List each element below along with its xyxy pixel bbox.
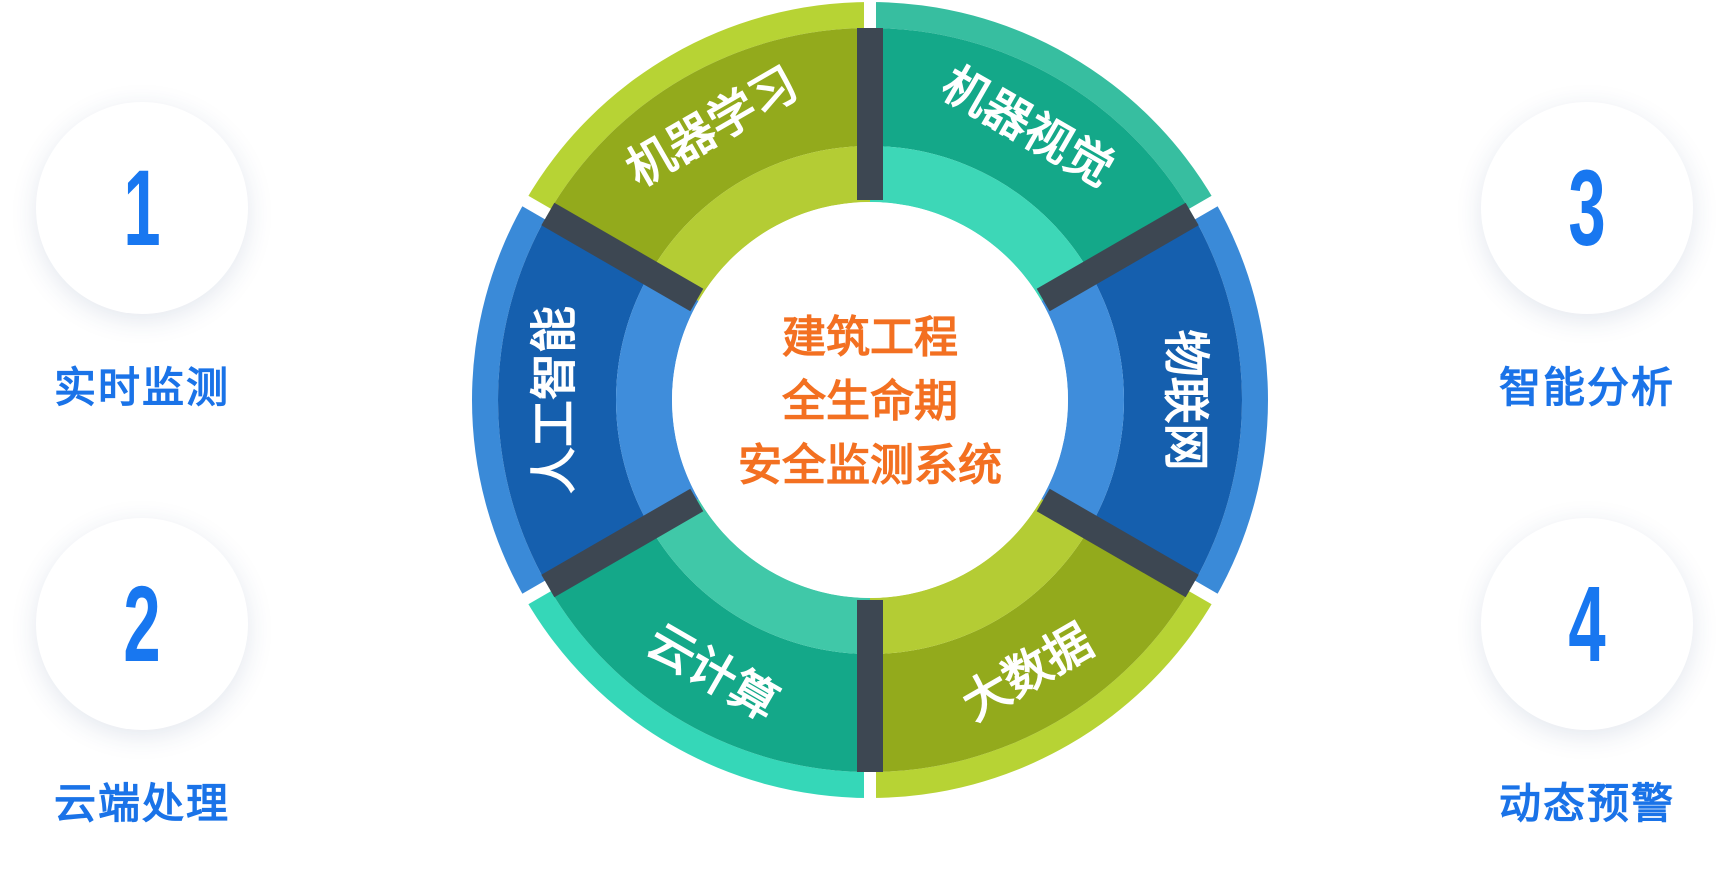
segment-outer-band: [471, 201, 548, 599]
feature-number: 1: [123, 147, 161, 268]
feature-label: 智能分析: [1498, 363, 1675, 412]
feature-label: 动态预警: [1498, 779, 1675, 828]
center-title-line-3: 安全监测系统: [738, 440, 1002, 491]
segment-gap: [1189, 193, 1222, 220]
segment-inner-band: [650, 499, 870, 654]
segment-gap: [518, 193, 551, 220]
center-title-line-1: 建筑工程: [782, 312, 958, 363]
feature-realtime-monitoring: 1 实时监测: [12, 102, 272, 415]
segment-separator: [541, 202, 704, 312]
feature-number-circle: 4: [1481, 518, 1693, 730]
segment-inner-band: [870, 499, 1090, 654]
feature-number-circle: 1: [36, 102, 248, 314]
segment-separator: [1036, 202, 1199, 312]
feature-number-circle: 3: [1481, 102, 1693, 314]
segment-cloud-computing: [525, 499, 870, 798]
segment-outer-band: [870, 586, 1215, 798]
segment-inner-band: [1041, 273, 1124, 527]
feature-number: 2: [123, 563, 161, 684]
feature-number: 3: [1568, 147, 1606, 268]
feature-label: 实时监测: [53, 363, 230, 412]
segment-label-artificial-intelligence: 人工智能: [528, 306, 583, 494]
segment-gap: [518, 580, 551, 607]
segment-inner-band: [870, 146, 1090, 301]
feature-cloud-processing: 2 云端处理: [12, 518, 272, 831]
segment-outer-band: [525, 586, 870, 798]
segment-outer-band: [525, 2, 870, 214]
segment-artificial-intelligence: [471, 201, 699, 599]
feature-number-circle: 2: [36, 518, 248, 730]
segment-main-band: [498, 214, 651, 586]
center-disc: [672, 202, 1068, 598]
segment-inner-band: [650, 146, 870, 301]
center-title-line-2: 全生命期: [781, 376, 958, 427]
feature-label: 云端处理: [53, 779, 230, 828]
segment-inner-band: [616, 273, 699, 527]
segment-iot: [1041, 201, 1268, 599]
segment-label-iot: 物联网: [1158, 330, 1213, 471]
segment-main-band: [547, 527, 870, 772]
feature-smart-analysis: 3 智能分析: [1457, 102, 1717, 415]
segment-machine-learning: [525, 2, 870, 301]
segment-main-band: [1089, 214, 1242, 586]
segment-machine-vision: [870, 2, 1215, 301]
segment-separator: [1036, 488, 1199, 598]
segment-gap: [1189, 580, 1222, 607]
segment-main-band: [870, 28, 1193, 273]
segment-big-data: [870, 499, 1215, 798]
segment-outer-band: [870, 2, 1215, 214]
segment-separator: [541, 488, 704, 598]
segment-main-band: [870, 527, 1193, 772]
feature-number: 4: [1568, 563, 1606, 684]
segment-outer-band: [1192, 201, 1268, 599]
segment-main-band: [547, 28, 870, 273]
feature-dynamic-warning: 4 动态预警: [1457, 518, 1717, 831]
